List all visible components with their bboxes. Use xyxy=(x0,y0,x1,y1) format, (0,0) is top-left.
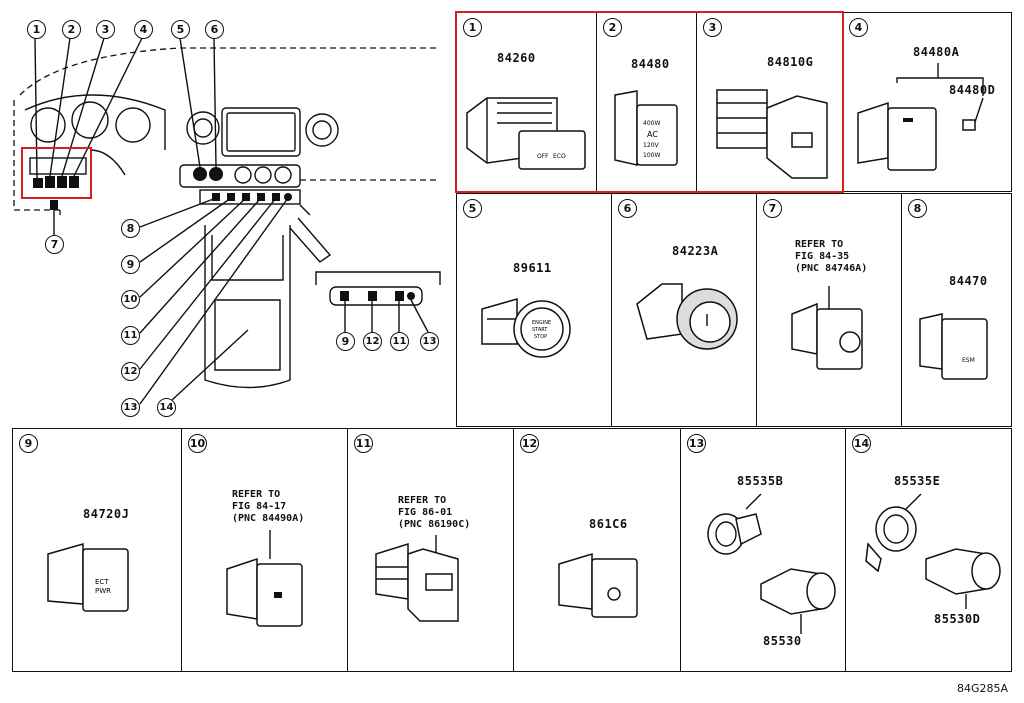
part-number: 84480 xyxy=(631,57,670,71)
power-label-100w: 100W xyxy=(643,152,660,159)
highlight-cells-1-3 xyxy=(455,11,844,193)
refer-to-note: REFER TO FIG 84-17 (PNC 84490A) xyxy=(232,489,305,524)
callout-13: 13 xyxy=(121,398,140,417)
callout-14: 14 xyxy=(157,398,176,417)
cell-number: 12 xyxy=(520,434,539,453)
part-number: 84470 xyxy=(949,274,988,288)
ect-label: ECT xyxy=(95,578,109,586)
cell-13: 13 85535B 85530 xyxy=(680,428,846,672)
callout-7: 7 xyxy=(45,235,64,254)
cell-2: 2 84480 400W AC 120V 100W xyxy=(596,12,697,192)
callout-9: 9 xyxy=(121,255,140,274)
part-number: 861C6 xyxy=(589,517,628,531)
switch-illustration: OFF ECO xyxy=(466,97,586,170)
cell-number: 1 xyxy=(463,18,482,37)
start-label: START xyxy=(532,327,548,333)
switch-illustration xyxy=(226,530,303,627)
power-label-ac: AC xyxy=(647,130,658,139)
part-number: 84720J xyxy=(83,507,130,521)
stop-label: STOP xyxy=(534,334,547,340)
part-number-a: 84480A xyxy=(913,45,960,59)
pwr-label: PWR xyxy=(95,587,111,595)
switch-illustration xyxy=(558,552,638,618)
dashboard-overview-drawing xyxy=(13,37,441,405)
socket-illustration xyxy=(707,493,836,634)
cell-8: 8 84470 ESM xyxy=(901,193,1012,427)
callout-2: 2 xyxy=(62,20,81,39)
switch-illustration xyxy=(791,286,863,370)
switch-illustration xyxy=(636,283,738,350)
part-number: 84223A xyxy=(672,244,719,258)
cell-number: 10 xyxy=(188,434,207,453)
callout-5: 5 xyxy=(171,20,190,39)
cell-number: 4 xyxy=(849,18,868,37)
cell-number: 8 xyxy=(908,199,927,218)
cell-number: 3 xyxy=(703,18,722,37)
part-number: 84810G xyxy=(767,55,814,69)
cell-number: 13 xyxy=(687,434,706,453)
part-number-socket: 85535B xyxy=(737,474,784,488)
switch-illustration: ESM xyxy=(919,313,988,380)
cell-number: 6 xyxy=(618,199,637,218)
callout-1: 1 xyxy=(27,20,46,39)
part-number-plug: 85530 xyxy=(763,634,802,648)
part-number-socket: 85535E xyxy=(894,474,941,488)
switch-illustration: 400W AC 120V 100W xyxy=(614,90,678,166)
esm-label: ESM xyxy=(962,357,975,364)
callout-11: 11 xyxy=(121,326,140,345)
cell-1: 1 84260 OFF ECO xyxy=(456,12,597,192)
cell-5: 5 89611 ENGINE START STOP xyxy=(456,193,612,427)
cell-7: 7 REFER TO FIG 84-35 (PNC 84746A) xyxy=(756,193,902,427)
cell-number: 7 xyxy=(763,199,782,218)
part-number: 89611 xyxy=(513,261,552,275)
switch-illustration: ECT PWR xyxy=(47,543,129,612)
inset-callout-11: 11 xyxy=(390,332,409,351)
cell-14: 14 85535E 85530D xyxy=(845,428,1012,672)
cell-number: 5 xyxy=(463,199,482,218)
overview-highlight-box xyxy=(21,147,92,199)
cell-number: 11 xyxy=(354,434,373,453)
cell-number: 2 xyxy=(603,18,622,37)
part-number: 84260 xyxy=(497,51,536,65)
callout-4: 4 xyxy=(134,20,153,39)
switch-illustration: ENGINE START STOP xyxy=(481,298,571,358)
cell-11: 11 REFER TO FIG 86-01 (PNC 86190C) xyxy=(347,428,514,672)
switch-illustration xyxy=(716,89,828,179)
cell-number: 9 xyxy=(19,434,38,453)
engine-label: ENGINE xyxy=(532,320,551,326)
part-number-plug: 85530D xyxy=(934,612,981,626)
cell-3: 3 84810G xyxy=(696,12,843,192)
callout-8: 8 xyxy=(121,219,140,238)
cell-4: 4 84480A 84480D xyxy=(842,12,1012,192)
callout-6: 6 xyxy=(205,20,224,39)
refer-to-note: REFER TO FIG 84-35 (PNC 84746A) xyxy=(795,239,868,274)
inset-callout-9: 9 xyxy=(336,332,355,351)
callout-12: 12 xyxy=(121,362,140,381)
switch-label-off: OFF xyxy=(537,153,549,160)
switch-illustration xyxy=(375,535,459,622)
refer-to-note: REFER TO FIG 86-01 (PNC 86190C) xyxy=(398,495,471,530)
cell-6: 6 84223A xyxy=(611,193,757,427)
socket-illustration xyxy=(865,493,1001,609)
cell-9: 9 84720J ECT PWR xyxy=(12,428,182,672)
callout-3: 3 xyxy=(96,20,115,39)
diagram-code: 84G285A xyxy=(956,682,1008,695)
cell-12: 12 861C6 xyxy=(513,428,681,672)
callout-10: 10 xyxy=(121,290,140,309)
cell-number: 14 xyxy=(852,434,871,453)
switch-label-eco: ECO xyxy=(553,153,566,160)
switch-illustration xyxy=(857,63,984,171)
inset-callout-12: 12 xyxy=(363,332,382,351)
power-label-400w: 400W xyxy=(643,120,660,127)
cell-10: 10 REFER TO FIG 84-17 (PNC 84490A) xyxy=(181,428,348,672)
power-label-120v: 120V xyxy=(643,142,659,149)
inset-callout-13: 13 xyxy=(420,332,439,351)
